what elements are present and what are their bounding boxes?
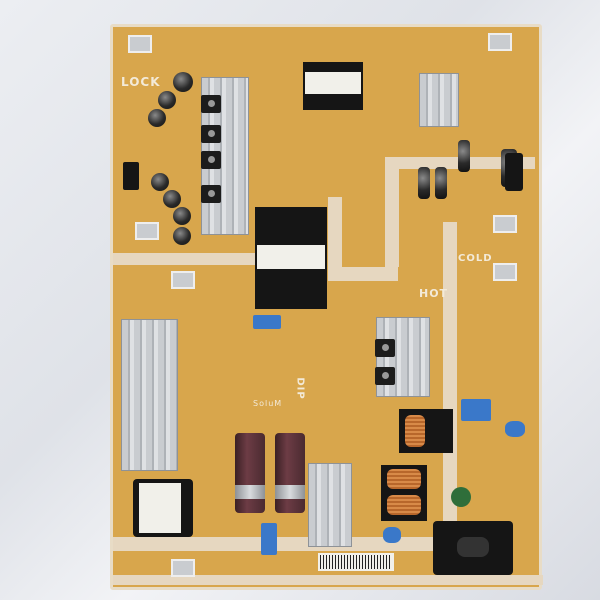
- mount-clip: [488, 33, 512, 51]
- electrolytic-capacitor: [418, 167, 430, 199]
- y-capacitor: [505, 421, 525, 437]
- transistor: [201, 185, 221, 203]
- barcode-sticker: [318, 553, 394, 571]
- hot-label: HOT: [419, 287, 449, 300]
- choke-coil: [405, 415, 425, 447]
- heatsink: [308, 463, 352, 547]
- lock-label: LOCK: [121, 75, 161, 89]
- electrolytic-capacitor: [163, 190, 181, 208]
- mount-clip: [171, 271, 195, 289]
- transistor: [201, 95, 221, 113]
- electrolytic-capacitor: [435, 167, 447, 199]
- choke-coil: [387, 495, 421, 515]
- film-capacitor: [253, 315, 281, 329]
- pcb-board: LOCK HOT COLD DIP SoluM: [110, 24, 543, 590]
- connector: [123, 162, 139, 190]
- electrolytic-capacitor: [158, 91, 176, 109]
- bulk-capacitor: [235, 433, 265, 513]
- transistor: [375, 339, 395, 357]
- isolation-band: [328, 267, 398, 281]
- bulk-capacitor: [275, 433, 305, 513]
- electrolytic-capacitor: [151, 173, 169, 191]
- mount-clip: [493, 215, 517, 233]
- mount-clip: [493, 263, 517, 281]
- inductor-label: [139, 483, 181, 533]
- ac-socket-icon: [457, 537, 489, 557]
- connector: [505, 153, 523, 191]
- mount-clip: [171, 559, 195, 577]
- brand-logo: SoluM: [253, 399, 283, 408]
- electrolytic-capacitor: [458, 140, 470, 172]
- y-capacitor: [383, 527, 401, 543]
- isolation-band: [328, 197, 342, 277]
- isolation-band: [385, 157, 399, 267]
- electrolytic-capacitor: [173, 207, 191, 225]
- transistor: [201, 151, 221, 169]
- choke-coil: [387, 469, 421, 489]
- electrolytic-capacitor: [173, 227, 191, 245]
- electrolytic-capacitor: [148, 109, 166, 127]
- heatsink: [121, 319, 178, 471]
- transformer-label: [257, 245, 325, 269]
- heatsink: [419, 73, 459, 127]
- isolation-band: [113, 537, 443, 551]
- isolation-band: [443, 222, 457, 552]
- transistor: [201, 125, 221, 143]
- film-capacitor: [461, 399, 491, 421]
- varistor: [451, 487, 471, 507]
- transformer-label: [305, 72, 361, 94]
- isolation-band: [113, 575, 543, 585]
- transistor: [375, 367, 395, 385]
- dip-label: DIP: [294, 377, 306, 400]
- cold-label: COLD: [458, 253, 493, 264]
- mount-clip: [135, 222, 159, 240]
- heatsink: [376, 317, 430, 397]
- electrolytic-capacitor: [173, 72, 193, 92]
- film-capacitor: [261, 523, 277, 555]
- isolation-band: [113, 253, 258, 265]
- mount-clip: [128, 35, 152, 53]
